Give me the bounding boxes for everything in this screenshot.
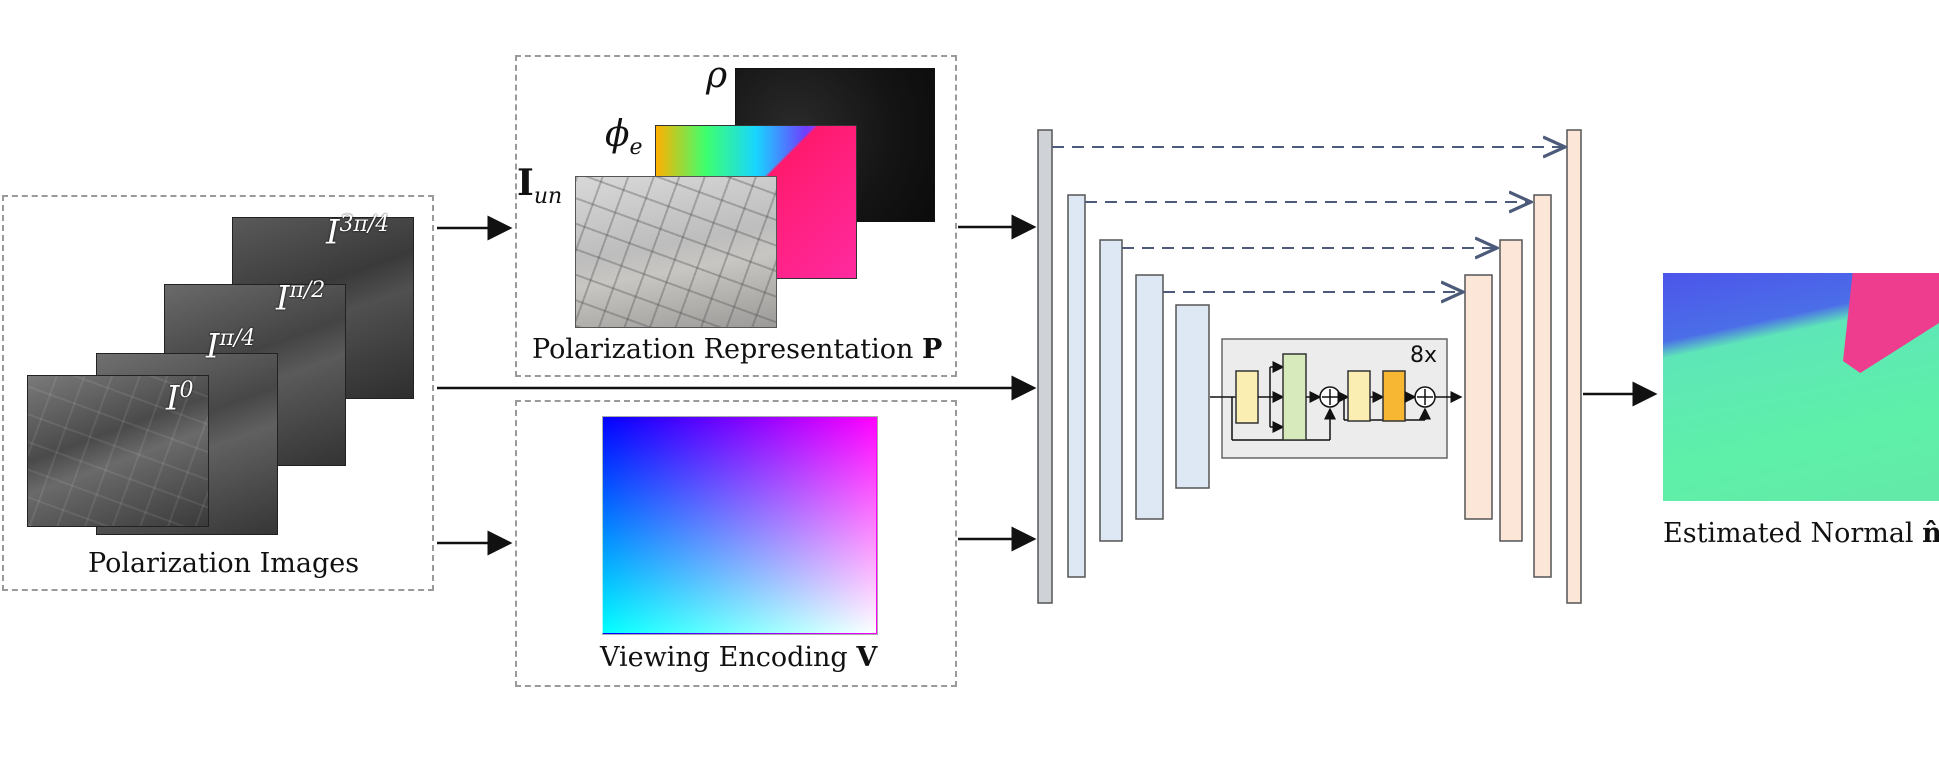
label-i-pi2: Iπ/2	[276, 278, 326, 319]
phi-e-label: ϕe	[605, 114, 643, 161]
decoder-bar-1	[1464, 274, 1493, 520]
viewing-encoding-caption: Viewing Encoding V	[600, 642, 878, 673]
polarization-image-0	[27, 375, 209, 527]
encoder-bar-1	[1037, 129, 1053, 604]
polarization-images-caption: Polarization Images	[88, 548, 360, 579]
iun-label: Iun	[517, 162, 563, 210]
label-i-3pi4: I3π/4	[326, 212, 390, 253]
estimated-normal-image	[1663, 273, 1939, 501]
viewing-encoding-overlay	[602, 416, 876, 633]
polarization-representation-caption: Polarization Representation P	[532, 334, 943, 365]
decoder-bar-4	[1566, 129, 1582, 604]
estimated-normal-caption: Estimated Normal n̂	[1663, 518, 1939, 549]
encoder-bar-3	[1099, 239, 1123, 542]
decoder-bar-2	[1499, 239, 1523, 542]
decoder-bar-3	[1533, 194, 1552, 578]
label-i-pi4: Iπ/4	[206, 326, 256, 367]
viewing-encoding-box	[515, 400, 957, 687]
block-green	[1282, 353, 1307, 441]
encoder-bar-4	[1135, 274, 1164, 520]
encoder-bar-2	[1067, 194, 1086, 578]
polarization-images-box	[2, 195, 434, 591]
rho-label: ρ	[706, 55, 728, 96]
block-yellow-1	[1235, 370, 1259, 424]
block-repeat-label: 8x	[1410, 343, 1437, 368]
encoder-bar-5	[1175, 304, 1210, 489]
block-yellow-2	[1347, 370, 1371, 422]
iun-image	[575, 176, 777, 328]
polarization-representation-box	[515, 55, 957, 377]
label-i-0: I0	[166, 378, 194, 419]
block-orange	[1382, 370, 1406, 422]
